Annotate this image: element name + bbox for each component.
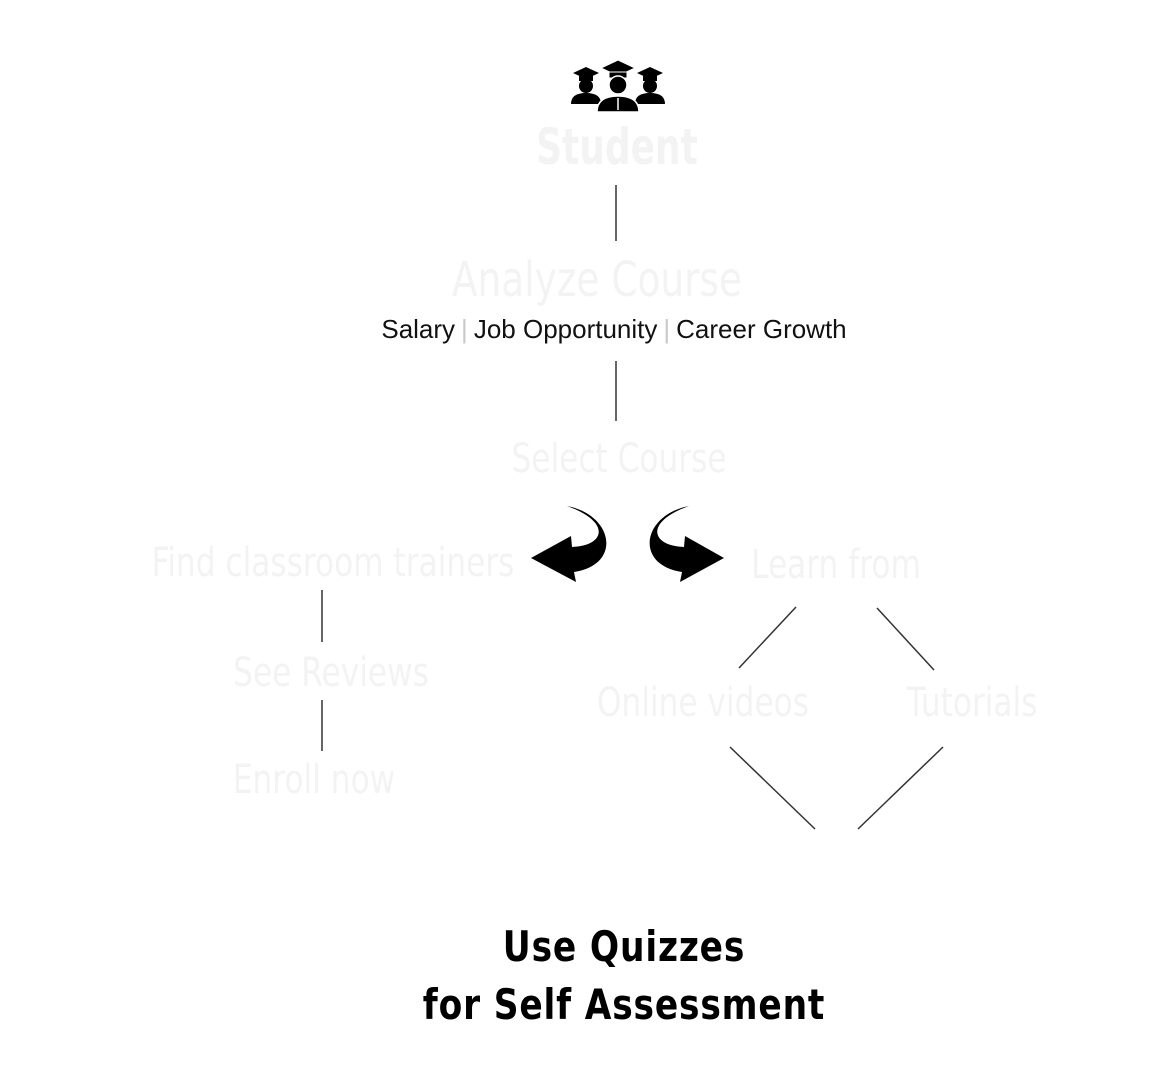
node-select-course: Select Course (511, 436, 727, 482)
connector-learn-videos (738, 606, 797, 669)
graduates-group-icon (571, 59, 665, 113)
node-use-quizzes: Use Quizzes for Self Assessment (423, 918, 825, 1034)
connector-tutorials-quiz (857, 746, 944, 830)
node-see-reviews: See Reviews (233, 650, 429, 696)
node-enroll-now: Enroll now (232, 757, 396, 803)
curved-arrow-left-icon (531, 506, 607, 582)
criteria-job-opportunity: Job Opportunity (473, 314, 658, 344)
connector-videos-quiz (729, 746, 816, 830)
node-online-videos: Online videos (596, 680, 810, 726)
node-analyze-course: Analyze Course (451, 252, 743, 308)
connector-learn-tutorials (876, 607, 935, 671)
node-tutorials: Tutorials (906, 680, 1038, 726)
criteria-salary: Salary (381, 314, 456, 344)
node-student: Student (536, 118, 698, 176)
curved-arrow-right-icon (649, 506, 724, 582)
criteria-career-growth: Career Growth (676, 314, 847, 344)
criteria-separator: | (663, 314, 671, 344)
node-find-classroom-trainers: Find classroom trainers (151, 540, 515, 586)
node-learn-from: Learn from (751, 542, 921, 588)
criteria-separator: | (461, 314, 468, 344)
final-line-1: Use Quizzes (502, 922, 746, 971)
final-line-2: for Self Assessment (422, 980, 826, 1029)
course-criteria: Salary|Job Opportunity|Career Growth (381, 314, 846, 345)
